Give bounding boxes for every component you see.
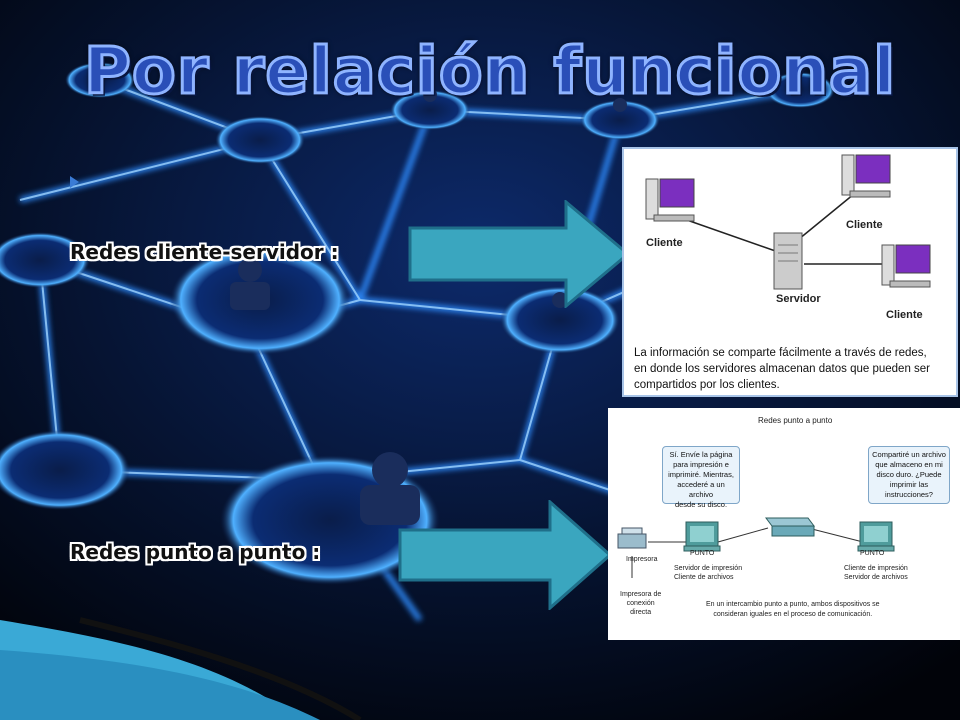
client-label: Cliente: [846, 219, 883, 231]
caption-line: En un intercambio punto a punto, ambos d…: [706, 601, 880, 608]
p2p-label: Redes punto a punto :: [70, 540, 321, 564]
p2p-diagram: Redes punto a punto Sí. Envíe la página …: [608, 408, 960, 640]
right-arrow-icon: [408, 200, 630, 308]
caption-line: compartidos por los clientes.: [634, 379, 780, 391]
server-icon: [773, 232, 803, 290]
caption-line: La información se comparte fácilmente a …: [634, 347, 927, 359]
caption-line: consideran iguales en el proceso de comu…: [713, 611, 873, 618]
client-server-diagram: Cliente Cliente Cliente Servidor La info…: [622, 147, 958, 397]
bubble-line: Compartiré un archivo: [872, 450, 946, 459]
p2p-graphic: [617, 517, 895, 578]
printer-label: Impresora: [626, 556, 658, 563]
client-server-caption: La información se comparte fácilmente a …: [634, 345, 954, 393]
server-label: Servidor: [776, 293, 821, 305]
client-server-graphic: [645, 154, 931, 290]
bubble-line: desde su disco.: [674, 500, 728, 509]
direct-printer-line: conexión: [626, 600, 655, 607]
left-peer-roles: Servidor de impresión Cliente de archivo…: [674, 564, 742, 582]
speech-bubble-right: Compartiré un archivo que almaceno en mi…: [868, 446, 950, 504]
bubble-line: disco duro. ¿Puede: [876, 470, 942, 479]
bubble-line: accederé a un archivo: [677, 480, 725, 499]
bubble-line: instrucciones?: [885, 490, 933, 499]
client-computer-icon: [841, 154, 891, 198]
slide-title: Por relación funcional: [83, 35, 897, 109]
peer-computer-icon: [683, 521, 721, 552]
bubble-line: Sí. Envíe la página: [669, 450, 733, 459]
role-line: Cliente de impresión: [844, 565, 908, 572]
printer-icon: [617, 527, 647, 549]
role-line: Cliente de archivos: [674, 574, 734, 581]
caption-line: en donde los servidores almacenan datos …: [634, 363, 931, 375]
right-arrow-icon: [398, 500, 612, 610]
p2p-diagram-title: Redes punto a punto: [758, 416, 833, 425]
client-label: Cliente: [646, 237, 683, 249]
switch-icon: [765, 517, 815, 537]
peer-label: PUNTO: [690, 550, 715, 557]
direct-printer-line: directa: [630, 609, 652, 616]
direct-printer-line: Impresora de: [620, 591, 662, 598]
peer-computer-icon: [857, 521, 895, 552]
client-computer-icon: [645, 178, 695, 222]
bubble-line: para impresión e: [673, 460, 729, 469]
client-computer-icon: [881, 244, 931, 288]
bubble-line: que almaceno en mi: [875, 460, 943, 469]
client-server-label: Redes cliente-servidor :: [70, 240, 339, 264]
footer-wave-decoration: [0, 617, 362, 720]
direct-printer-label: Impresora de conexión directa: [620, 590, 661, 617]
right-peer-roles: Cliente de impresión Servidor de archivo…: [844, 564, 908, 582]
role-line: Servidor de archivos: [844, 574, 908, 581]
role-line: Servidor de impresión: [674, 565, 743, 572]
speech-bubble-left: Sí. Envíe la página para impresión e imp…: [662, 446, 740, 509]
bubble-line: imprimir las: [889, 480, 929, 489]
bullet-icon: [70, 176, 79, 188]
peer-label: PUNTO: [860, 550, 885, 557]
client-label: Cliente: [886, 309, 923, 321]
p2p-caption: En un intercambio punto a punto, ambos d…: [706, 600, 880, 620]
bubble-line: imprimiré. Mientras,: [668, 470, 734, 479]
